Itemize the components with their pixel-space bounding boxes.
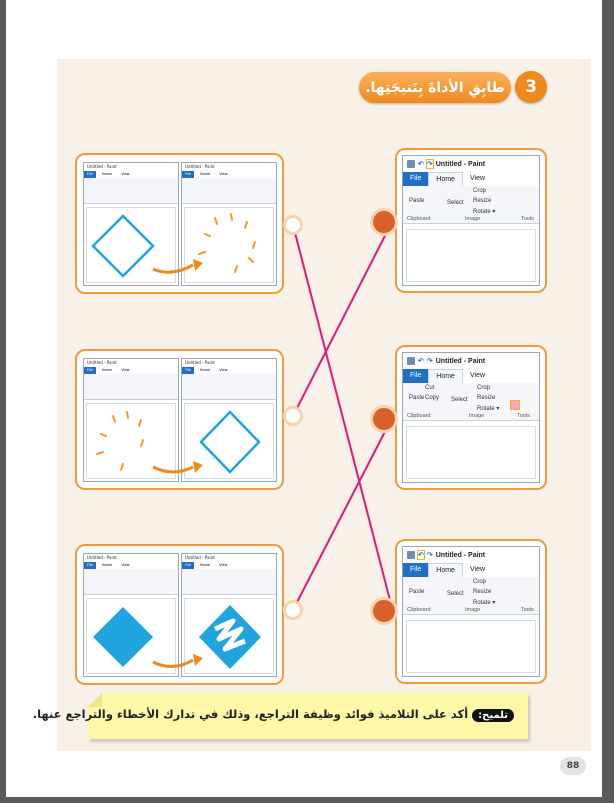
select-label: Select bbox=[447, 200, 464, 206]
crop-label: Crop bbox=[473, 188, 487, 194]
redo-icon: ↷ bbox=[426, 358, 433, 365]
paint-canvas bbox=[406, 229, 536, 282]
undo-icon: ↶ bbox=[418, 358, 424, 365]
filled-diamond-drawing bbox=[93, 607, 153, 667]
tab-view: View bbox=[469, 175, 486, 182]
right-card-eraser: ↶ ↷ Untitled - Paint File Home View Past… bbox=[395, 345, 547, 490]
arrow-icon bbox=[152, 259, 203, 274]
save-icon bbox=[407, 160, 415, 168]
match-line-2 bbox=[292, 221, 393, 417]
window-title: Untitled - Paint bbox=[435, 160, 486, 168]
left-connector-3[interactable] bbox=[283, 600, 303, 620]
left-connector-1[interactable] bbox=[283, 215, 303, 235]
page-number: 88 bbox=[560, 757, 586, 775]
match-line-1 bbox=[292, 224, 393, 609]
arrow-icon bbox=[152, 461, 203, 474]
tab-home: Home bbox=[428, 172, 463, 186]
tip-note: تلميح:أكد على التلاميذ فوائد وظيفة الترا… bbox=[33, 693, 528, 739]
left-connector-2[interactable] bbox=[283, 406, 303, 426]
right-connector-2[interactable] bbox=[370, 405, 398, 433]
save-icon bbox=[407, 357, 415, 365]
resize-label: Resize bbox=[473, 198, 492, 204]
right-card-undo: ↶ ↷ Untitled - Paint File Home View Past… bbox=[395, 539, 547, 684]
right-connector-3[interactable] bbox=[370, 597, 398, 625]
tip-text: أكد على التلاميذ فوائد وظيفة التراجع، وذ… bbox=[32, 707, 469, 721]
scattered-dashes-drawing bbox=[198, 213, 256, 273]
mini-title: Untitled - Paint bbox=[87, 164, 117, 169]
save-icon bbox=[407, 551, 415, 559]
exercise-title: طابِقِ الأداةَ بِنَتيجَتِها. bbox=[359, 72, 511, 103]
arrow-icon bbox=[152, 654, 203, 668]
mini-ribbon bbox=[84, 178, 178, 204]
exercise-number: 3 bbox=[515, 71, 547, 103]
right-connector-1[interactable] bbox=[370, 208, 398, 236]
tip-label: تلميح: bbox=[472, 709, 514, 722]
match-line-3 bbox=[292, 417, 393, 611]
scattered-dashes-drawing bbox=[96, 411, 144, 471]
diamond-outline-drawing bbox=[199, 410, 261, 474]
redo-icon: ↷ bbox=[425, 159, 434, 169]
paste-label: Paste bbox=[409, 198, 425, 204]
erased-diamond-drawing bbox=[199, 605, 261, 669]
redo-icon: ↷ bbox=[426, 552, 433, 559]
undo-icon: ↶ bbox=[417, 550, 425, 560]
eraser-icon bbox=[510, 400, 520, 410]
diamond-outline-drawing bbox=[91, 214, 155, 278]
ribbon: Paste Select Crop Resize Rotate ▾ Clipbo… bbox=[403, 186, 539, 224]
paint-window: ↶ ↷ Untitled - Paint File Home View Past… bbox=[402, 155, 540, 286]
undo-icon: ↶ bbox=[418, 161, 424, 168]
tab-file: File bbox=[403, 172, 429, 186]
rotate-label: Rotate ▾ bbox=[473, 209, 496, 215]
